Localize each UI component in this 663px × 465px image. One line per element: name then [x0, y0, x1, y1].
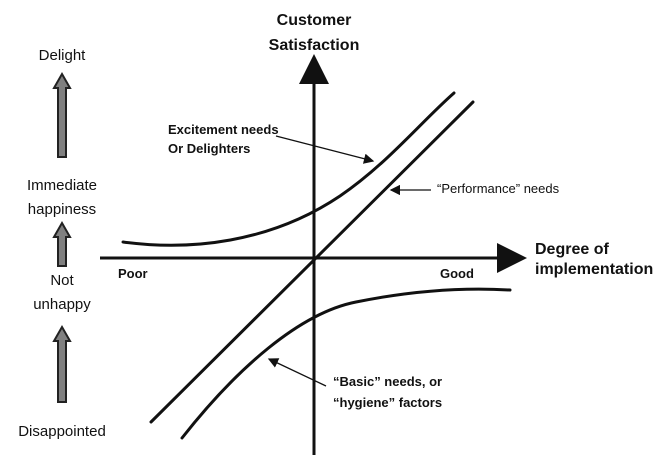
- excitement-curve: [121, 91, 456, 247]
- x-axis-poor-label: Poor: [118, 266, 148, 281]
- label-pointers: [267, 135, 431, 387]
- scale-disappointed: Disappointed: [18, 423, 106, 440]
- curve-labels: Excitement needs Or Delighters “Performa…: [168, 122, 560, 410]
- scale-not: Not: [50, 272, 74, 289]
- basic-label-line2: “hygiene” factors: [333, 395, 442, 410]
- satisfaction-scale: Delight Immediate happiness Not unhappy …: [18, 47, 106, 440]
- excitement-pointer: [275, 135, 375, 164]
- excitement-label-line2: Or Delighters: [168, 141, 250, 156]
- performance-line: [149, 100, 475, 424]
- x-axis-title-line1: Degree of: [535, 241, 609, 258]
- y-axis-title-line1: Customer: [277, 12, 352, 29]
- need-curves: [121, 91, 512, 440]
- excitement-label-line1: Excitement needs: [168, 122, 279, 137]
- x-axis-title-line2: implementation: [535, 261, 653, 278]
- scale-immediate: Immediate: [27, 177, 97, 194]
- axes: Customer Satisfaction Degree of implemen…: [100, 12, 653, 455]
- scale-happiness: happiness: [28, 201, 96, 218]
- y-axis-title-line2: Satisfaction: [269, 37, 360, 54]
- basic-curve: [180, 287, 512, 440]
- scale-arrow-bottom: [52, 324, 72, 403]
- scale-arrow-middle: [52, 220, 72, 267]
- basic-label-line1: “Basic” needs, or: [333, 374, 442, 389]
- scale-unhappy: unhappy: [33, 296, 91, 313]
- scale-delight: Delight: [39, 47, 87, 64]
- x-axis-good-label: Good: [440, 266, 474, 281]
- basic-pointer: [267, 358, 327, 387]
- performance-label: “Performance” needs: [437, 181, 560, 196]
- scale-arrow-top: [52, 71, 72, 158]
